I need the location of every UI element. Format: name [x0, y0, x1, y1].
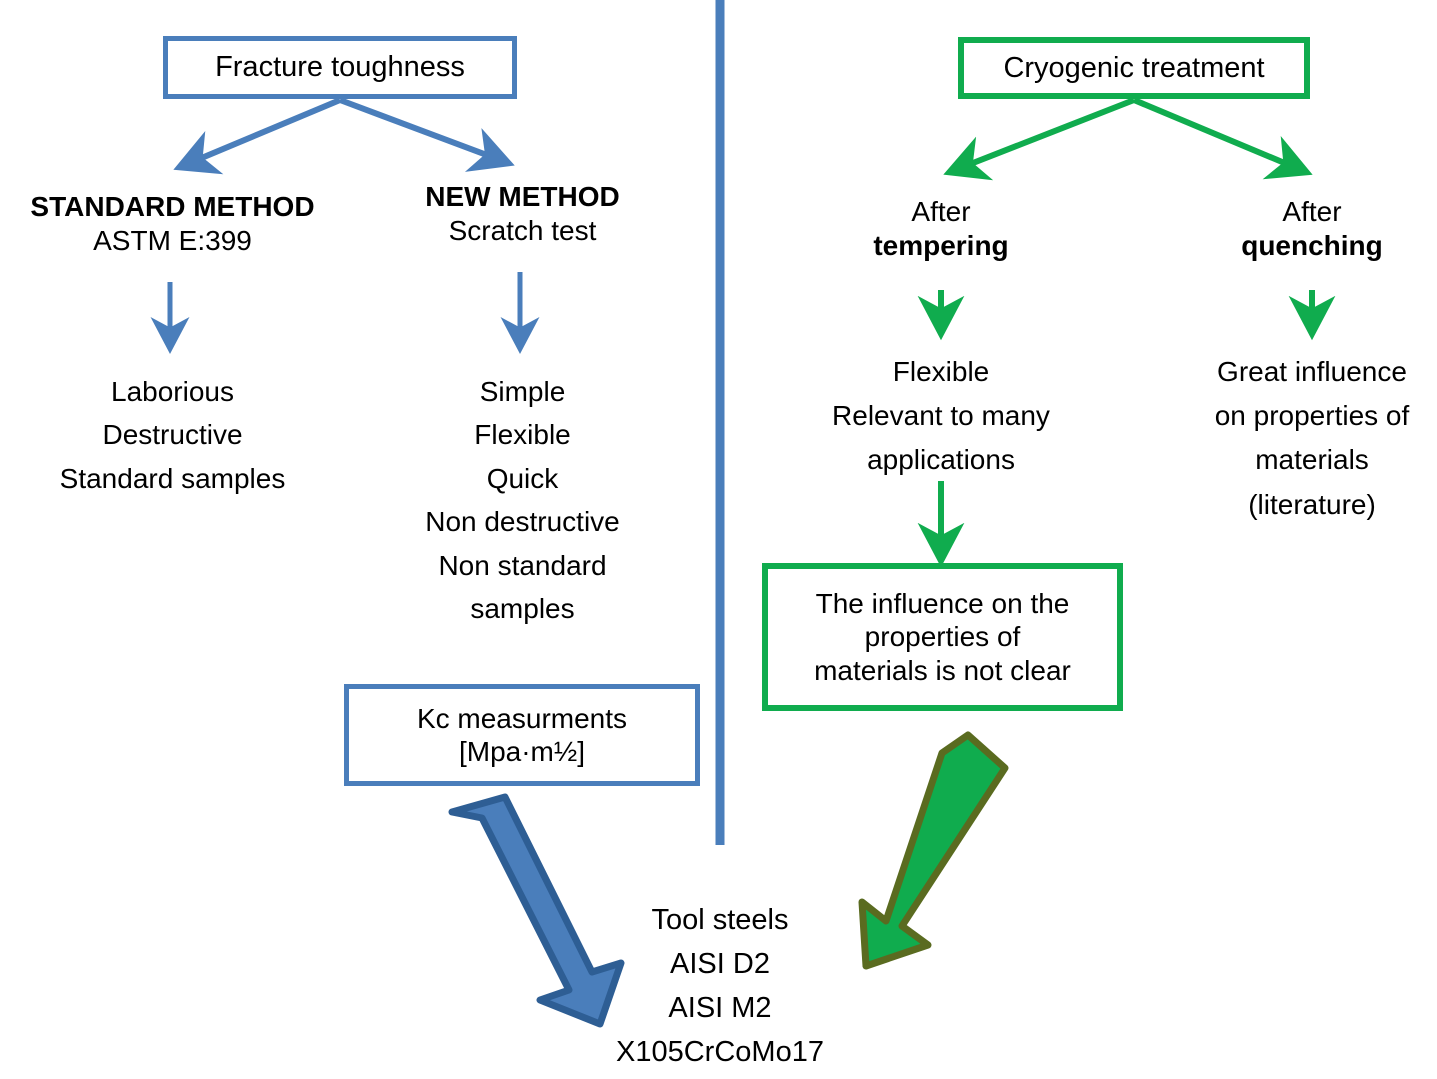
- quenching-outcomes: Great influence on properties of materia…: [1142, 350, 1437, 527]
- list-item: Standard samples: [59, 462, 286, 494]
- list-item: X105CrCoMo17: [616, 1036, 824, 1069]
- kc-measurements-line2: [Mpa·m½]: [458, 736, 586, 767]
- list-item: Quick: [486, 462, 559, 494]
- list-item: Simple: [479, 376, 566, 407]
- after-tempering-prefix: After: [911, 196, 971, 227]
- after-quenching-stage: quenching: [1241, 230, 1383, 262]
- kc-measurements-box[interactable]: Kc measurments [Mpa·m½]: [344, 684, 700, 786]
- list-item: Flexible: [474, 419, 571, 451]
- new-method-subheading: Scratch test: [448, 215, 597, 247]
- standard-method-group: STANDARD METHOD ASTM E:399: [0, 190, 345, 258]
- connector-cryo-to-tempering: [943, 97, 1136, 181]
- list-item: AISI D2: [670, 948, 770, 981]
- conclusion-box[interactable]: The influence on the properties of mater…: [762, 563, 1123, 711]
- conclusion-line1: The influence on the: [815, 588, 1070, 620]
- fracture-toughness-box[interactable]: Fracture toughness: [163, 36, 517, 99]
- connector-fracture-to-new: [338, 97, 515, 172]
- list-item: on properties of: [1214, 400, 1410, 432]
- after-quenching-group: After quenching: [1142, 195, 1437, 263]
- fracture-toughness-label: Fracture toughness: [215, 51, 465, 84]
- tool-steels-list: Tool steels AISI D2 AISI M2 X105CrCoMo17: [530, 898, 910, 1074]
- new-method-attributes: Simple Flexible Quick Non destructive No…: [350, 370, 695, 630]
- after-tempering-stage: tempering: [873, 230, 1009, 262]
- kc-measurements-line1: Kc measurments: [416, 702, 628, 734]
- list-item: materials: [1255, 444, 1369, 476]
- new-method-heading: NEW METHOD: [425, 181, 620, 212]
- after-tempering-group: After tempering: [771, 195, 1111, 263]
- list-item: samples: [470, 592, 575, 624]
- list-item: Relevant to many: [832, 400, 1050, 432]
- list-item: Non destructive: [425, 506, 620, 538]
- connector-cryo-to-quenching: [1132, 97, 1313, 180]
- conclusion-line3: materials is not clear: [814, 654, 1071, 686]
- list-item: Destructive: [102, 419, 243, 451]
- after-quenching-prefix: After: [1282, 196, 1342, 227]
- tempering-outcomes: Flexible Relevant to many applications: [771, 350, 1111, 483]
- list-item: Tool steels: [651, 904, 789, 936]
- standard-method-attributes: Laborious Destructive Standard samples: [0, 370, 345, 500]
- connector-fracture-to-standard: [173, 97, 342, 175]
- list-item: Non standard: [438, 549, 607, 581]
- list-item: AISI M2: [668, 992, 772, 1025]
- cryogenic-treatment-box[interactable]: Cryogenic treatment: [958, 37, 1310, 99]
- list-item: Great influence: [1217, 356, 1407, 387]
- list-item: (literature): [1248, 488, 1376, 520]
- standard-method-subheading: ASTM E:399: [93, 225, 252, 257]
- list-item: Laborious: [111, 376, 234, 407]
- list-item: applications: [867, 444, 1015, 476]
- cryogenic-treatment-label: Cryogenic treatment: [1003, 51, 1265, 84]
- list-item: Flexible: [892, 356, 990, 387]
- conclusion-line2: properties of: [864, 621, 1021, 653]
- standard-method-heading: STANDARD METHOD: [30, 191, 315, 222]
- new-method-group: NEW METHOD Scratch test: [350, 180, 695, 248]
